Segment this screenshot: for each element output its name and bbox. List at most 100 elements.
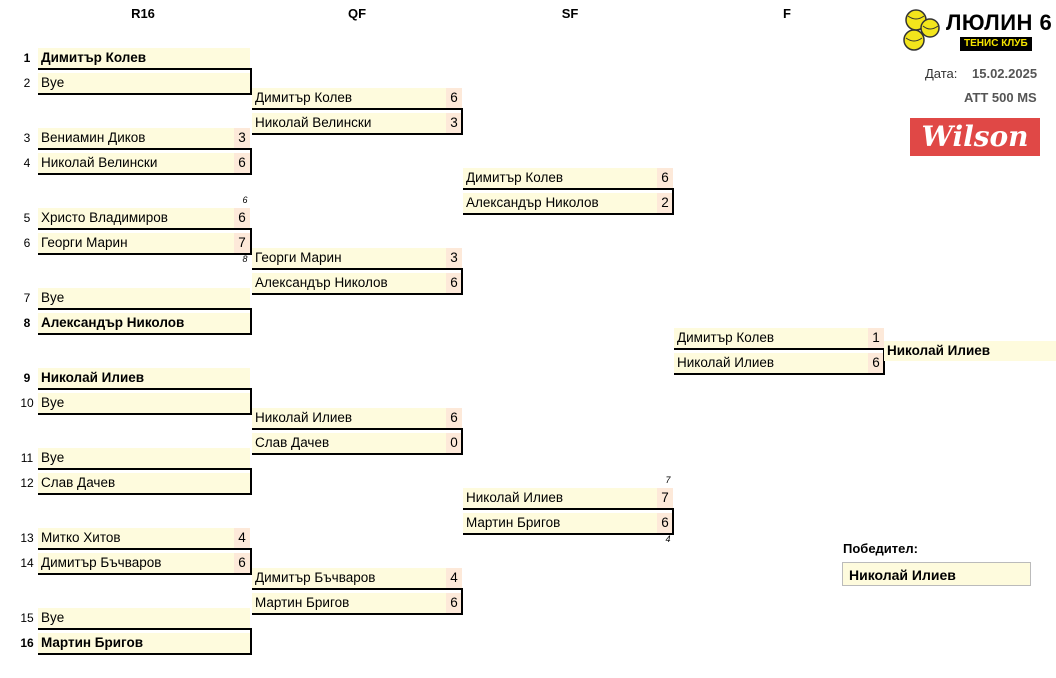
- bracket-line: [38, 653, 252, 655]
- bracket-line: [463, 533, 674, 535]
- seed-number: 11: [20, 451, 34, 465]
- round-header-qf: QF: [347, 6, 367, 21]
- player-name: Георги Марин: [38, 233, 250, 253]
- bracket-line: [250, 68, 252, 95]
- bracket-line: [252, 133, 463, 135]
- date-label: Дата:: [925, 66, 958, 81]
- seed-number: 12: [20, 476, 34, 490]
- tiebreak-score: 7: [665, 475, 671, 485]
- bracket-line: [38, 308, 252, 310]
- winner-name: Николай Илиев: [842, 562, 1031, 586]
- bracket-line: [463, 213, 674, 215]
- set-score: 6: [868, 353, 884, 373]
- player-name: Bye: [38, 73, 250, 93]
- bracket-line: [38, 548, 252, 550]
- player-name: Мартин Бригов: [38, 633, 250, 653]
- bracket-line: [250, 308, 252, 335]
- player-name: Слав Дачев: [252, 433, 462, 453]
- champion-name: Николай Илиев: [884, 341, 1056, 361]
- bracket-line: [38, 388, 252, 390]
- set-score: 6: [234, 208, 250, 228]
- bracket-line: [674, 348, 885, 350]
- bracket-line: [250, 628, 252, 655]
- bracket-line: [250, 388, 252, 415]
- bracket-line: [252, 268, 463, 270]
- player-name: Слав Дачев: [38, 473, 250, 493]
- bracket-line: [252, 613, 463, 615]
- set-score: 3: [446, 113, 462, 133]
- round-header-sf: SF: [561, 6, 579, 21]
- bracket-line: [38, 173, 252, 175]
- player-name: Николай Илиев: [38, 368, 250, 388]
- bracket-line: [672, 508, 674, 535]
- bracket-line: [38, 93, 252, 95]
- set-score: 1: [868, 328, 884, 348]
- player-name: Димитър Колев: [38, 48, 250, 68]
- player-name: Митко Хитов: [38, 528, 250, 548]
- seed-number: 2: [23, 76, 31, 90]
- player-name: Николай Илиев: [463, 488, 673, 508]
- bracket-line: [883, 348, 885, 375]
- seed-number: 7: [23, 291, 31, 305]
- round-header-f: F: [783, 6, 791, 21]
- player-name: Bye: [38, 393, 250, 413]
- bracket-line: [252, 108, 463, 110]
- player-name: Николай Велински: [252, 113, 462, 133]
- tennis-balls-logo-icon: [903, 9, 940, 51]
- bracket-line: [252, 293, 463, 295]
- bracket-line: [38, 148, 252, 150]
- player-name: Bye: [38, 448, 250, 468]
- round-header-r16: R16: [131, 6, 155, 21]
- set-score: 6: [446, 88, 462, 108]
- set-score: 6: [234, 553, 250, 573]
- bracket-line: [674, 373, 885, 375]
- seed-number: 6: [23, 236, 31, 250]
- set-score: 6: [657, 513, 673, 533]
- seed-number: 8: [23, 316, 31, 330]
- seed-number: 10: [20, 396, 34, 410]
- set-score: 4: [234, 528, 250, 548]
- player-name: Николай Илиев: [674, 353, 884, 373]
- bracket-line: [463, 508, 674, 510]
- seed-number: 15: [20, 611, 34, 625]
- bracket-line: [38, 228, 252, 230]
- bracket-line: [38, 68, 252, 70]
- player-name: Мартин Бригов: [252, 593, 462, 613]
- set-score: 4: [446, 568, 462, 588]
- bracket-line: [672, 188, 674, 215]
- date-value: 15.02.2025: [972, 66, 1038, 81]
- set-score: 7: [234, 233, 250, 253]
- player-name: Димитър Бъчваров: [252, 568, 462, 588]
- seed-number: 14: [20, 556, 34, 570]
- bracket-line: [38, 468, 252, 470]
- bracket-line: [461, 428, 463, 455]
- bracket-line: [463, 188, 674, 190]
- set-score: 6: [234, 153, 250, 173]
- player-name: Bye: [38, 608, 250, 628]
- player-name: Александър Николов: [252, 273, 462, 293]
- bracket-line: [38, 573, 252, 575]
- tiebreak-score: 4: [665, 534, 671, 544]
- wilson-logo: Wilson: [910, 118, 1040, 156]
- seed-number: 1: [23, 51, 31, 65]
- winner-label: Победител:: [843, 541, 918, 556]
- seed-number: 9: [23, 371, 31, 385]
- bracket-line: [250, 228, 252, 255]
- set-score: 0: [446, 433, 462, 453]
- logo-subtitle: ТЕНИС КЛУБ: [960, 37, 1032, 51]
- set-score: 6: [446, 273, 462, 293]
- bracket-line: [461, 108, 463, 135]
- bracket-line: [461, 268, 463, 295]
- bracket-line: [461, 588, 463, 615]
- bracket-line: [252, 453, 463, 455]
- set-score: 3: [234, 128, 250, 148]
- player-name: Мартин Бригов: [463, 513, 673, 533]
- bracket-line: [38, 413, 252, 415]
- set-score: 2: [657, 193, 673, 213]
- seed-number: 3: [23, 131, 31, 145]
- bracket-line: [252, 428, 463, 430]
- player-name: Александър Николов: [38, 313, 250, 333]
- tiebreak-score: 8: [242, 254, 248, 264]
- seed-number: 4: [23, 156, 31, 170]
- bracket-line: [250, 148, 252, 175]
